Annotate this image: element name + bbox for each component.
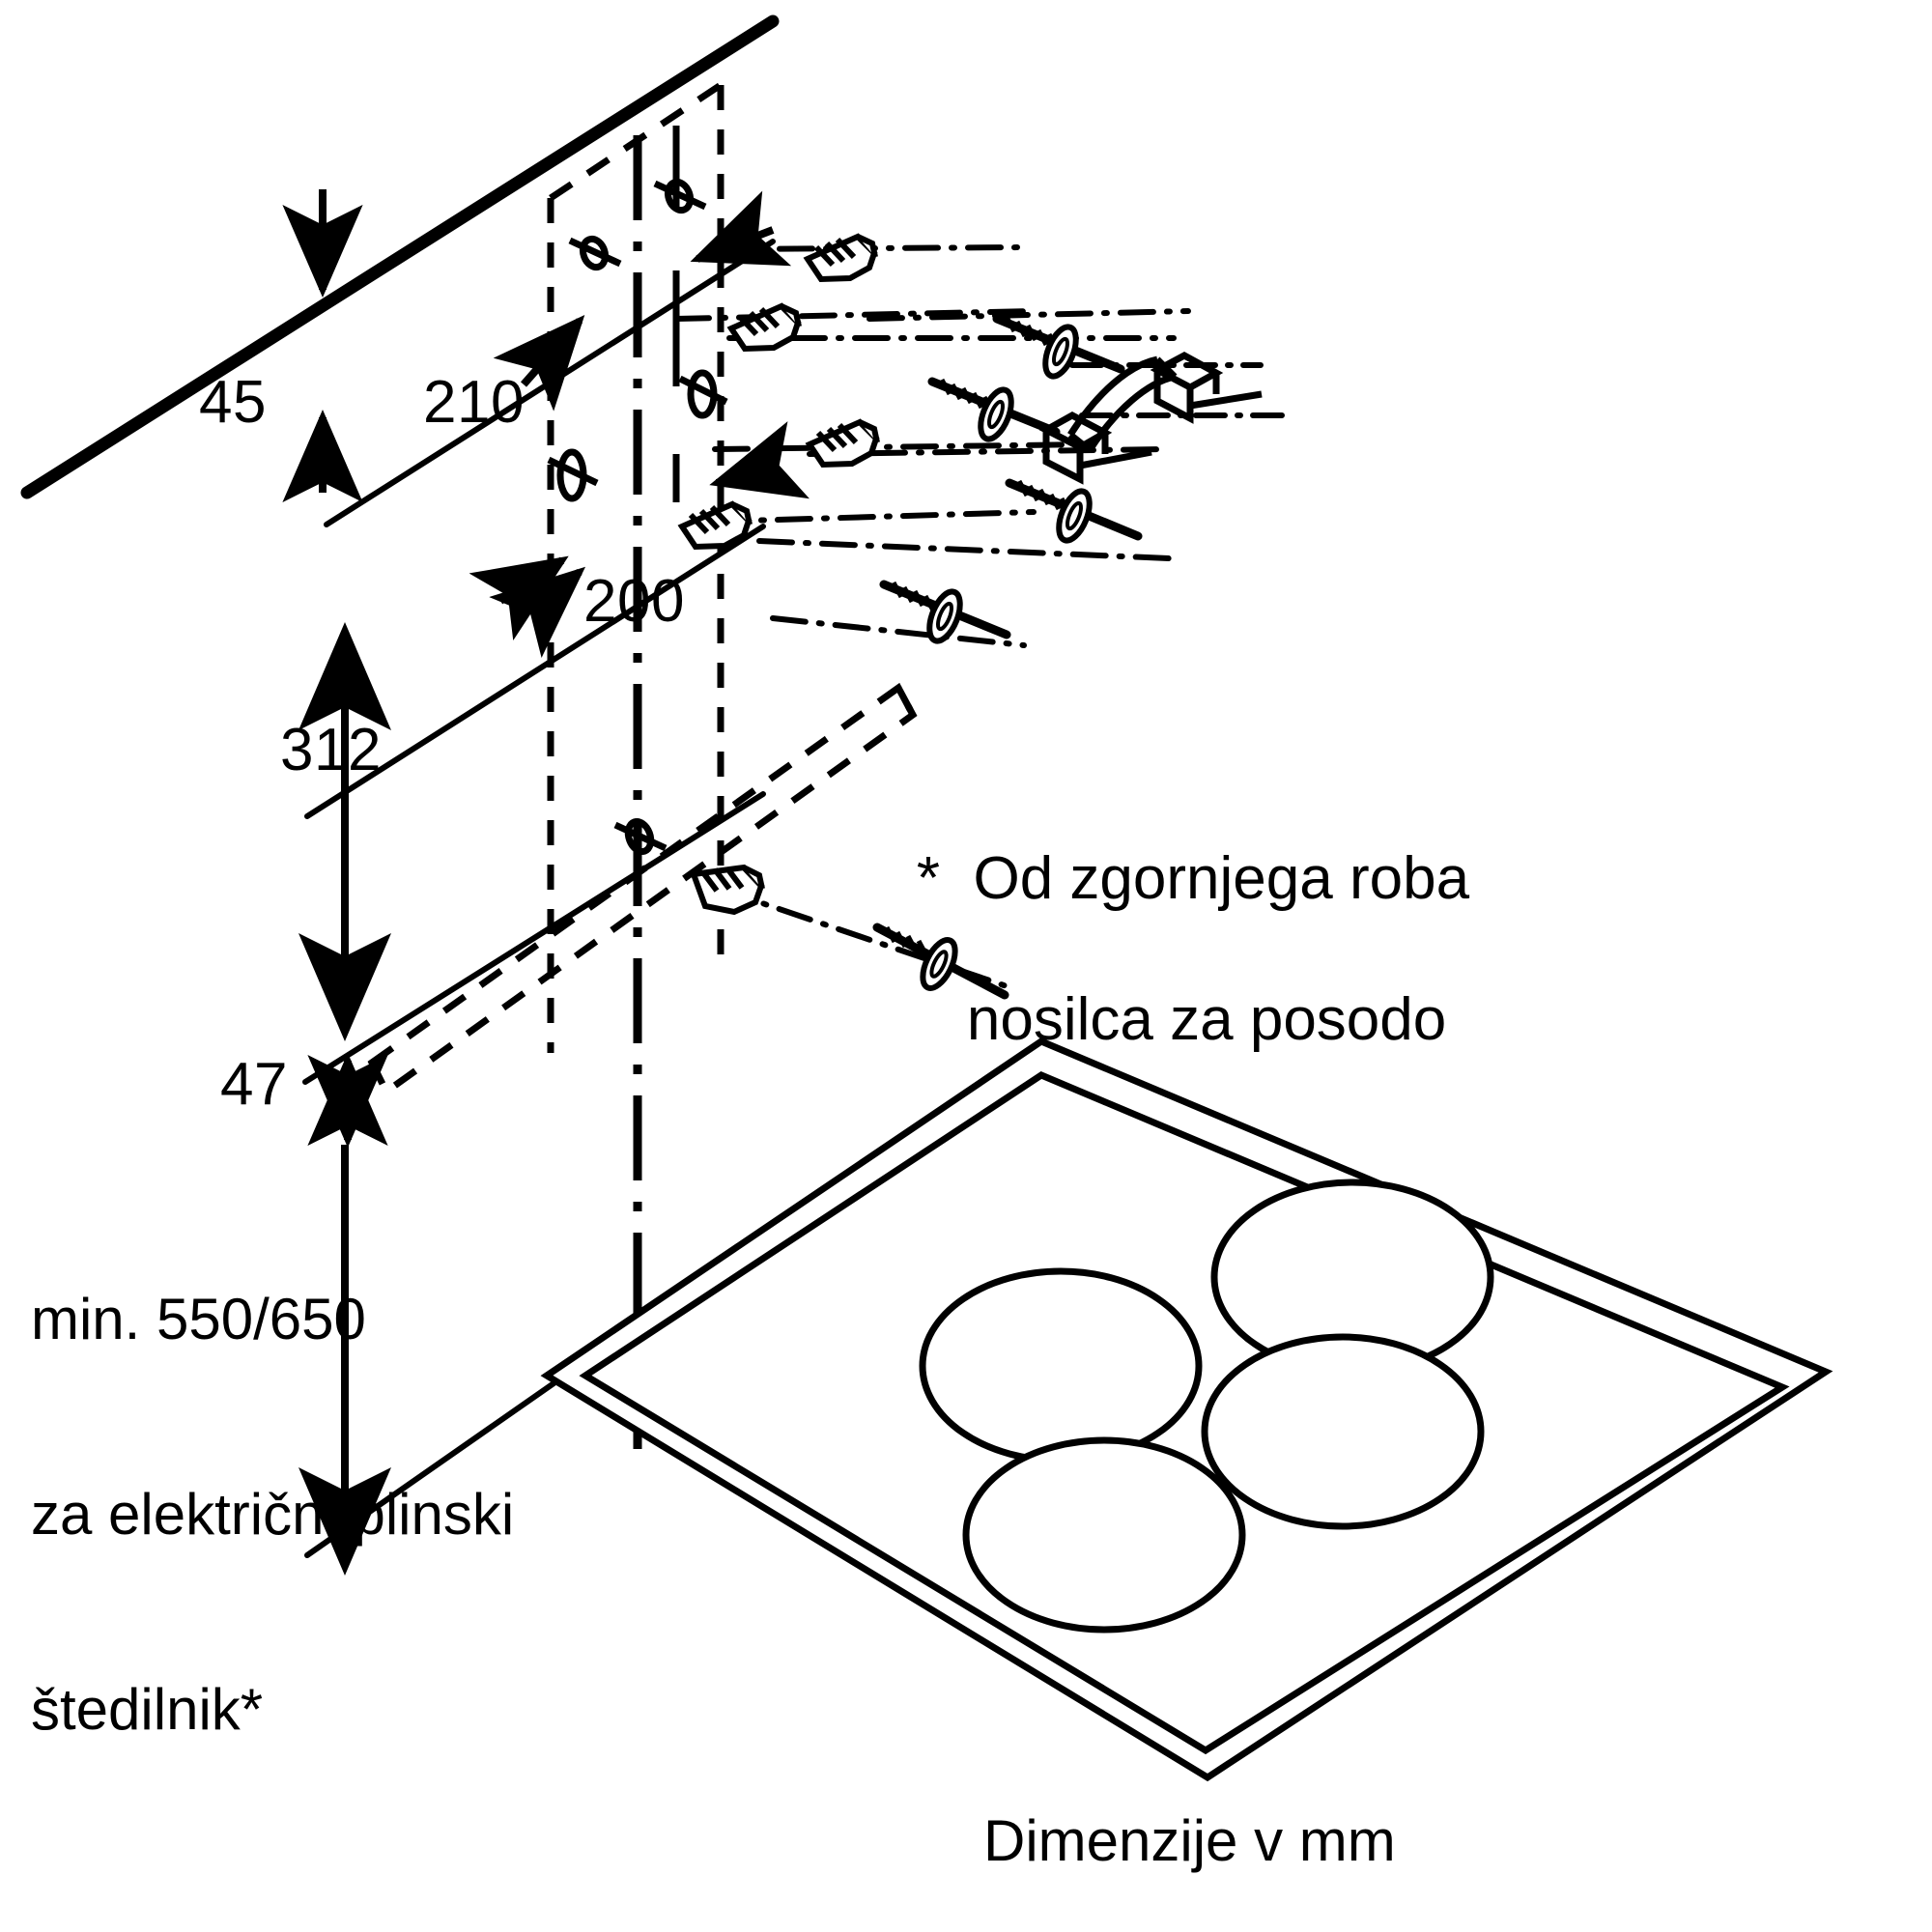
hood-lower-edge-line	[302, 791, 766, 1085]
burner-ellipse	[919, 1267, 1203, 1464]
clearance-note-line-1: min. 550/650	[31, 1287, 366, 1352]
clearance-note-block: min. 550/650 za električni/plinski štedi…	[31, 1157, 514, 1871]
footnote-line-1: Od zgornjega roba	[973, 845, 1470, 913]
dimension-200	[489, 566, 586, 659]
dimension-label-312: 312	[280, 717, 382, 783]
callout-arrows	[690, 190, 810, 499]
screw-with-washer-icon	[992, 314, 1125, 380]
wall-plug-icon	[803, 233, 878, 283]
wall-plug-icon	[689, 864, 765, 916]
wall-plug-icon	[677, 500, 753, 551]
clearance-note-line-2: za električni/plinski	[31, 1481, 515, 1547]
hood-upper-edge-line	[304, 524, 766, 819]
wall-plug-icon	[726, 302, 802, 353]
pot-rail-bracket-icon	[1038, 352, 1263, 485]
dimension-label-45: 45	[199, 369, 267, 436]
ceiling-line	[20, 14, 780, 499]
burner-ellipse	[962, 1436, 1246, 1634]
units-note: Dimenzije v mm	[983, 1808, 1396, 1873]
wall-plug-icon	[805, 418, 880, 469]
dimension-label-210: 210	[423, 369, 525, 436]
screw-with-washer-icon	[927, 377, 1061, 442]
screw-with-washer-icon	[1005, 478, 1143, 544]
clearance-note-line-3: štedilnik*	[31, 1676, 264, 1742]
dimension-label-47: 47	[220, 1051, 288, 1118]
screw-with-washer-icon	[872, 923, 1009, 1000]
screw-with-washer-icon	[879, 580, 1011, 644]
footnote-marker: *	[916, 845, 941, 913]
hob-burners	[919, 1179, 1494, 1634]
pot-rail-outline	[367, 682, 918, 1097]
footnote-block: * Od zgornjega roba nosilca za posodo	[850, 773, 1469, 1126]
footnote-line-2: nosilca za posodo	[966, 986, 1447, 1054]
dimension-210	[469, 314, 585, 641]
dimension-label-200: 200	[583, 568, 685, 635]
burner-ellipse	[1201, 1333, 1485, 1530]
